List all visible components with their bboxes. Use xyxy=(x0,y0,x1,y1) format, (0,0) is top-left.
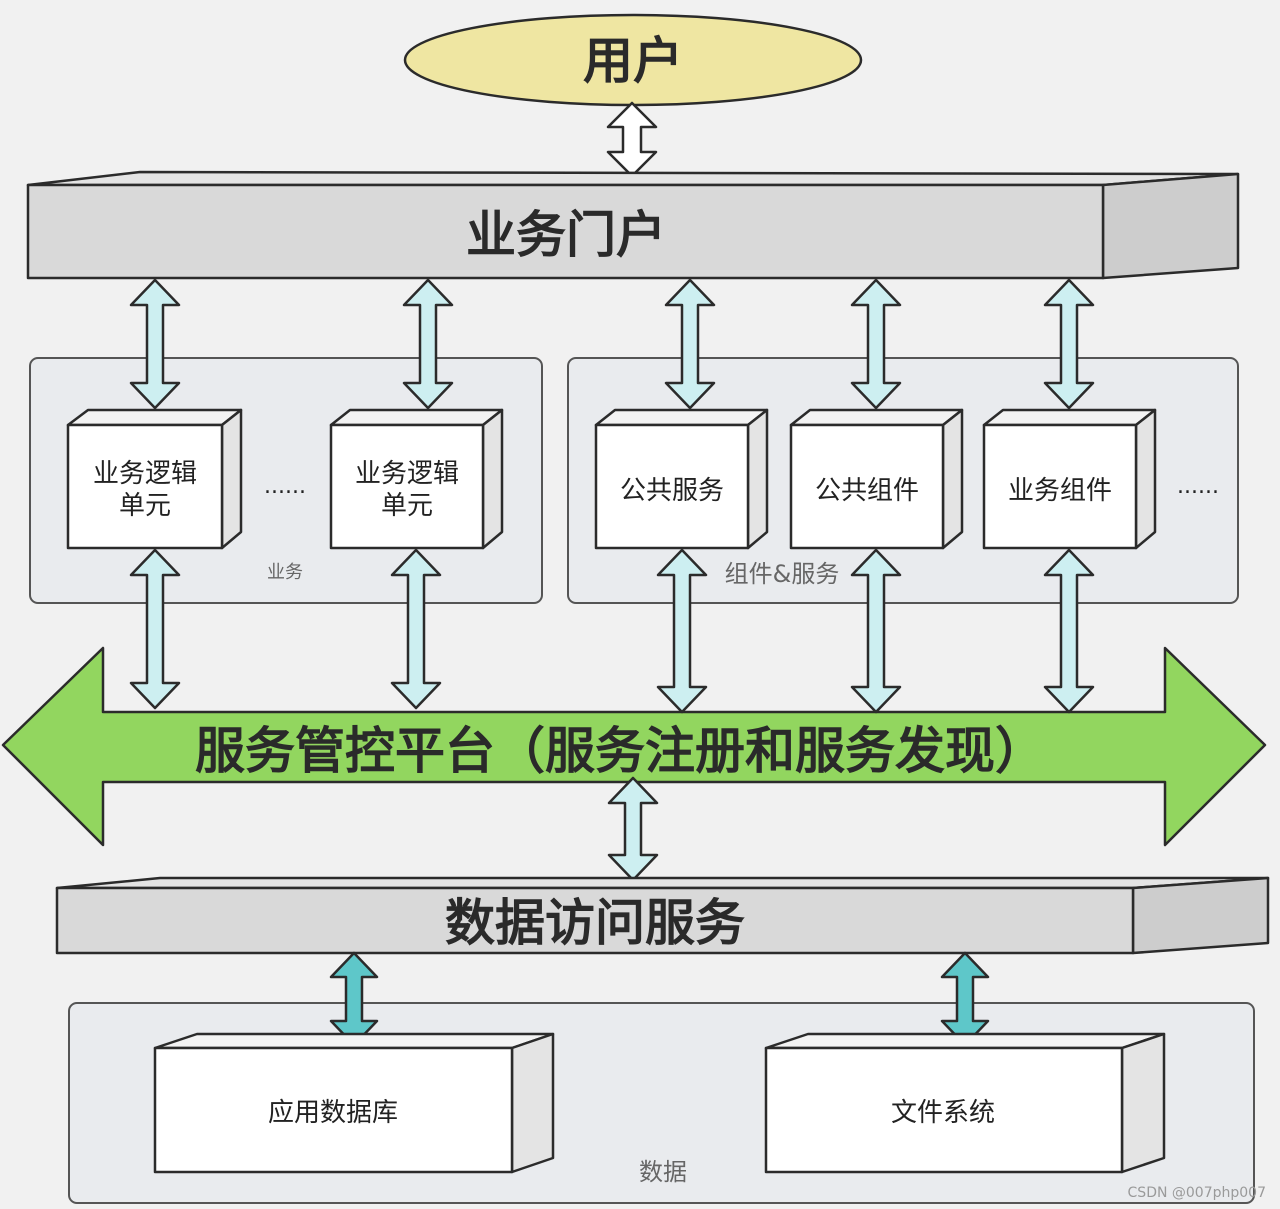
box-top-face xyxy=(594,408,769,427)
unit2-platform-arrow xyxy=(390,548,442,710)
business-logic-unit-box: 业务逻辑 单元 xyxy=(329,408,504,550)
portal-public-component-arrow xyxy=(850,278,902,410)
component-service-group-label: 组件&服务 xyxy=(725,560,840,588)
box-label-line2: 单元 xyxy=(381,491,433,521)
box-side-face xyxy=(220,408,243,550)
box-top-face xyxy=(764,1032,1166,1050)
business-component-platform-arrow xyxy=(1043,548,1095,714)
user-portal-arrow xyxy=(606,101,658,178)
platform-data-access-arrow xyxy=(607,776,659,882)
portal-unit1-arrow xyxy=(129,278,181,410)
box-front-face xyxy=(66,423,224,550)
box-top-face xyxy=(982,408,1157,427)
box-label: 业务组件 xyxy=(1008,476,1112,506)
box-top-face xyxy=(66,408,243,427)
public-component-box: 公共组件 xyxy=(789,408,964,550)
box-label: 公共组件 xyxy=(815,476,919,506)
service-platform-label: 服务管控平台（服务注册和服务发现） xyxy=(195,722,1045,780)
box-top-face xyxy=(789,408,964,427)
application-database-box: 应用数据库 xyxy=(153,1032,555,1174)
unit1-platform-arrow xyxy=(129,548,181,710)
business-component-box: 业务组件 xyxy=(982,408,1157,550)
data-access-top-face xyxy=(55,876,1270,890)
box-top-face xyxy=(329,408,504,427)
data-access-service: 数据访问服务 xyxy=(55,876,1270,955)
box-label: 文件系统 xyxy=(891,1098,995,1128)
data-access-label: 数据访问服务 xyxy=(445,894,745,952)
business-logic-unit-box: 业务逻辑 单元 xyxy=(66,408,243,550)
public-component-platform-arrow xyxy=(850,548,902,714)
portal-front-face xyxy=(26,183,1105,280)
data-group-label: 数据 xyxy=(639,1158,687,1186)
box-label: 公共服务 xyxy=(620,476,724,506)
box-front-face xyxy=(764,1046,1124,1174)
portal-business-component-arrow xyxy=(1043,278,1095,410)
box-side-face xyxy=(510,1032,555,1174)
public-service-box: 公共服务 xyxy=(594,408,769,550)
box-front-face xyxy=(594,423,750,550)
box-label-line1: 业务逻辑 xyxy=(93,459,197,489)
box-side-face xyxy=(941,408,964,550)
box-side-face xyxy=(1134,408,1157,550)
box-front-face xyxy=(982,423,1138,550)
business-group-label: 业务 xyxy=(267,562,303,583)
box-side-face xyxy=(746,408,769,550)
file-system-box: 文件系统 xyxy=(764,1032,1166,1174)
user-label: 用户 xyxy=(583,32,683,90)
business-portal: 业务门户 xyxy=(26,170,1240,280)
box-side-face xyxy=(1120,1032,1166,1174)
box-label: 应用数据库 xyxy=(268,1098,398,1128)
box-front-face xyxy=(153,1046,514,1174)
box-label-line2: 单元 xyxy=(119,491,171,521)
business-more-ellipsis: ...... xyxy=(264,474,306,499)
box-label-line1: 业务逻辑 xyxy=(355,459,459,489)
data-access-side-face xyxy=(1131,876,1270,955)
data-access-front-face xyxy=(55,886,1135,955)
user-node: 用户 xyxy=(403,13,863,107)
box-top-face xyxy=(153,1032,555,1050)
box-side-face xyxy=(481,408,504,550)
portal-public-service-arrow xyxy=(664,278,716,410)
watermark: CSDN @007php007 xyxy=(1128,1185,1266,1201)
portal-unit2-arrow xyxy=(402,278,454,410)
service-platform-arrow xyxy=(1,646,1267,847)
box-front-face xyxy=(329,423,485,550)
portal-top-face xyxy=(26,170,1240,187)
component-more-ellipsis: ...... xyxy=(1177,474,1219,499)
box-front-face xyxy=(789,423,945,550)
public-service-platform-arrow xyxy=(656,548,708,714)
portal-label: 业务门户 xyxy=(466,206,666,264)
portal-side-face xyxy=(1101,172,1240,280)
